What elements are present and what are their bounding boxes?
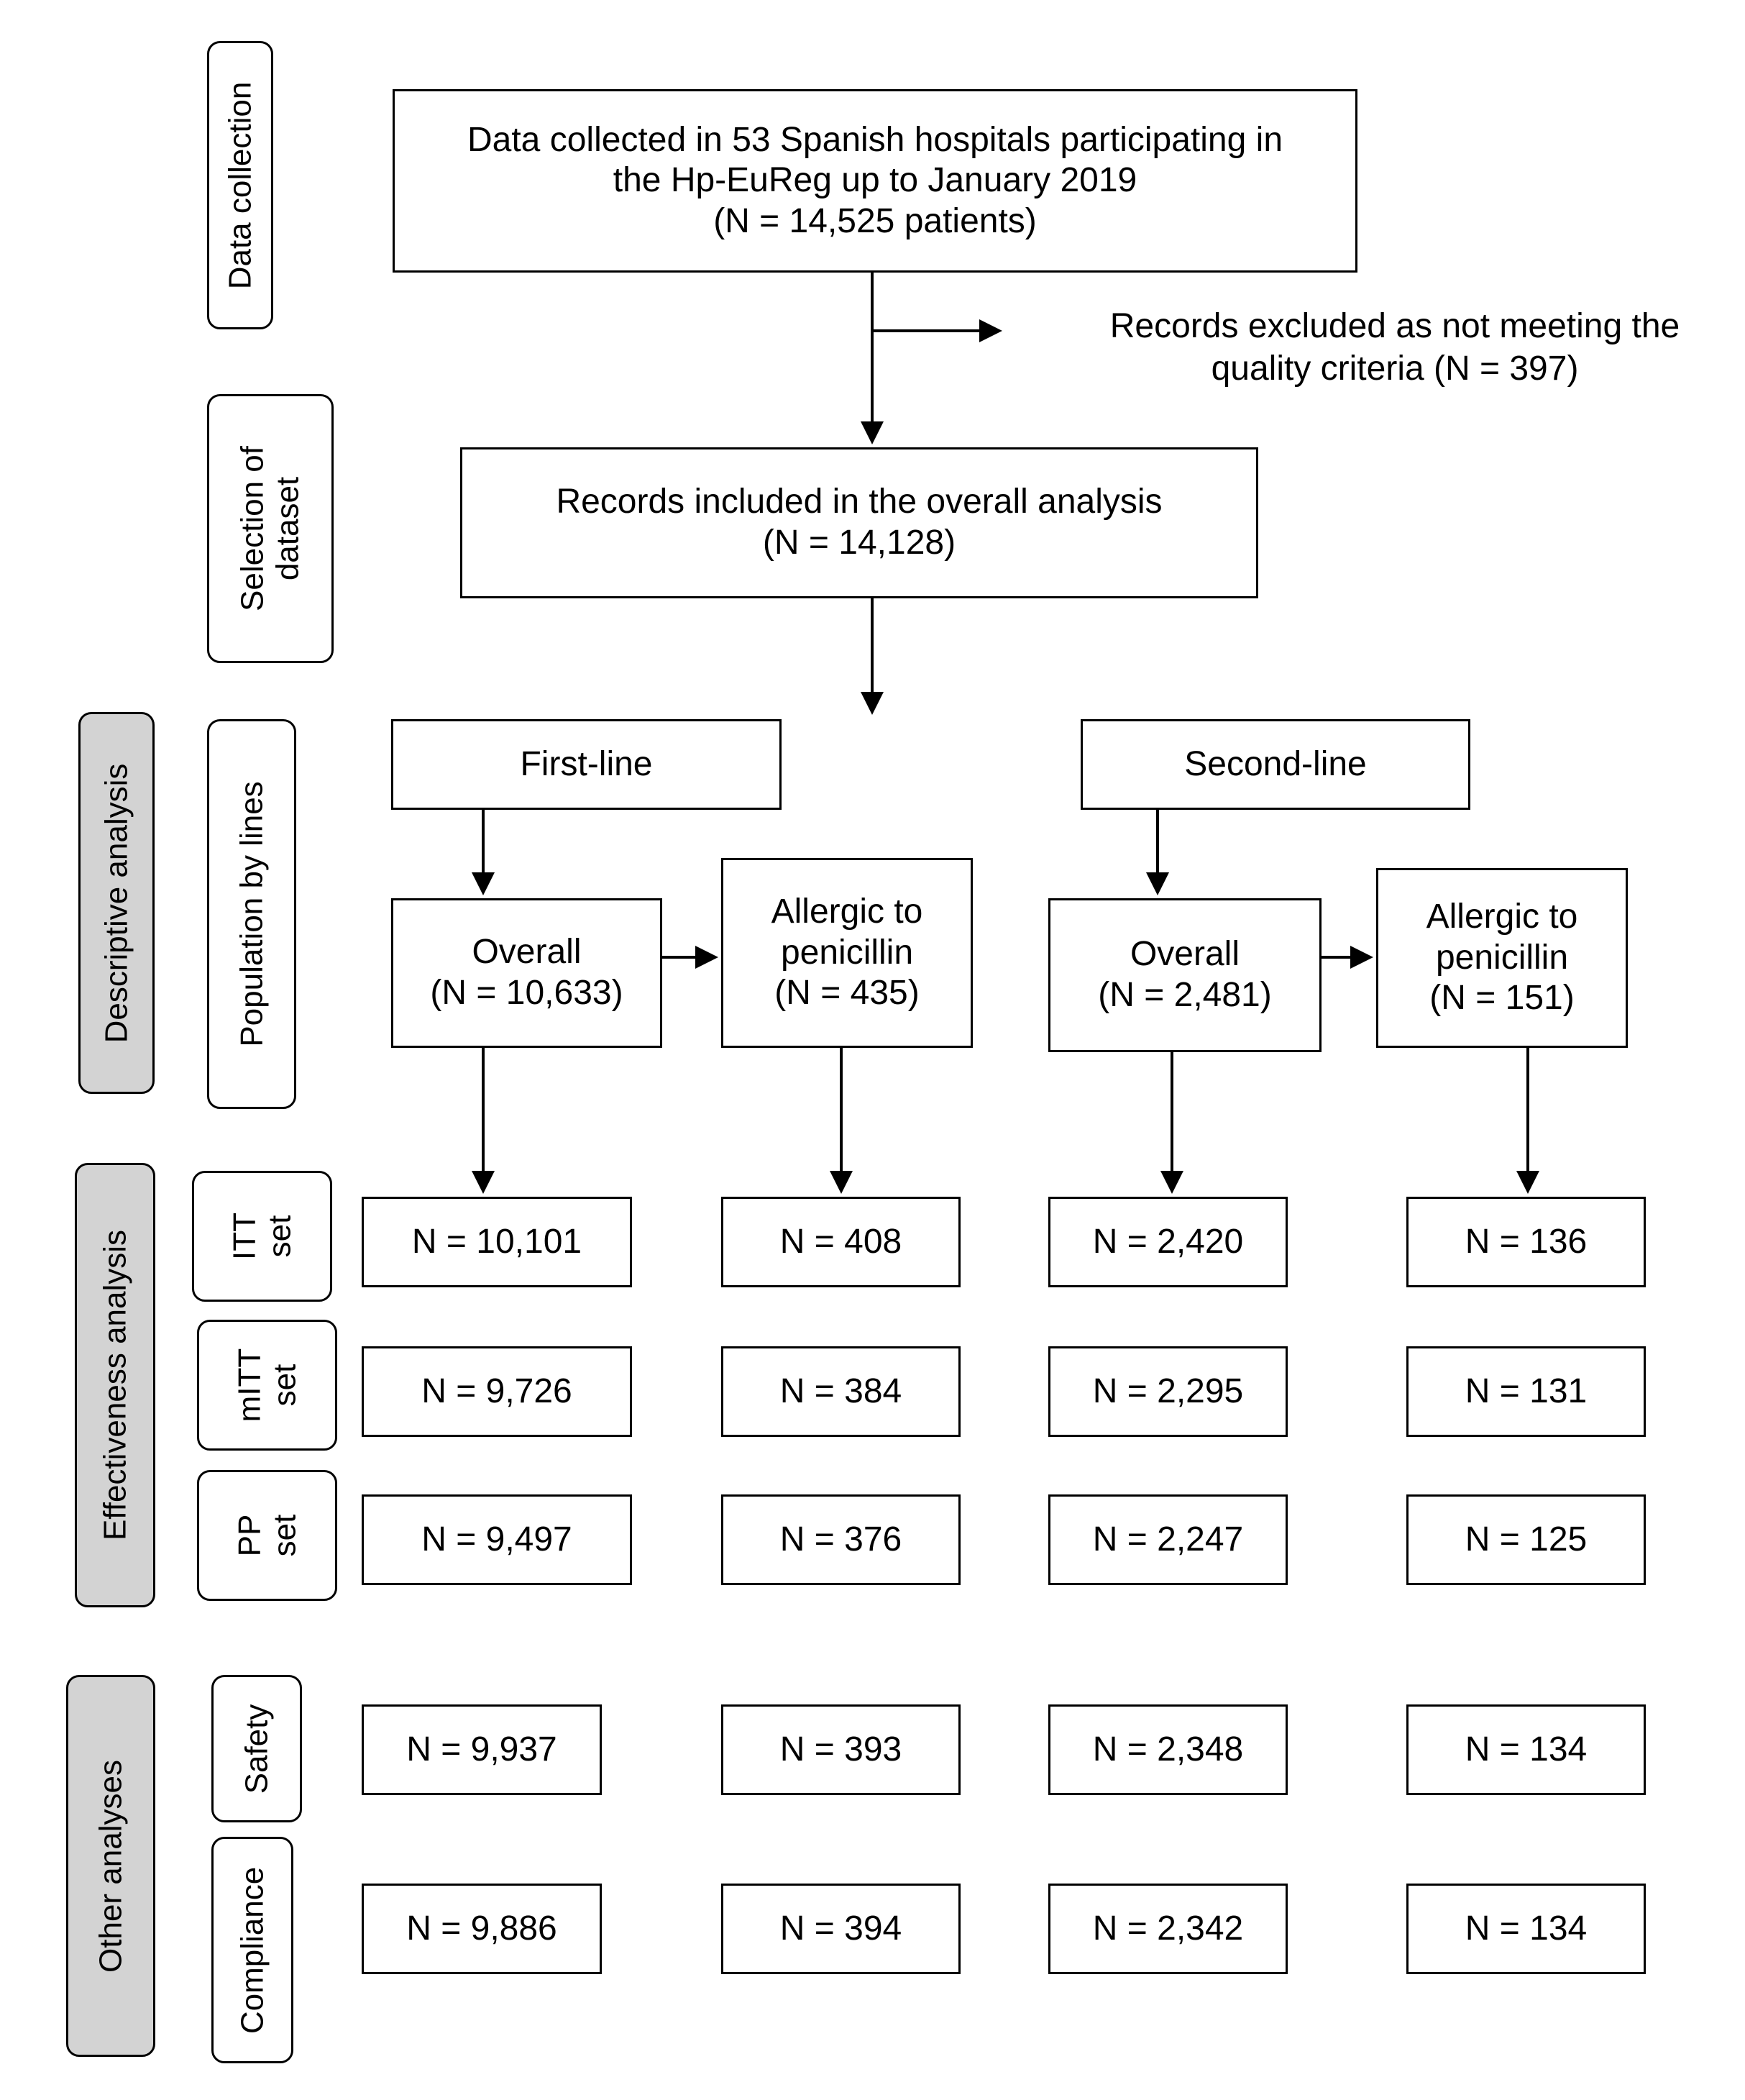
second-line-box: Second-line: [1081, 719, 1470, 810]
population-by-lines-tab: Population by lines: [207, 719, 296, 1109]
second-line-allergic-box: Allergic to penicillin (N = 151): [1376, 868, 1628, 1048]
other-analyses-tab: Other analyses: [66, 1675, 155, 2057]
safety-second-overall-cell: N = 2,348: [1048, 1704, 1288, 1795]
pp-second-overall-cell: N = 2,247: [1048, 1494, 1288, 1585]
data-collected-box: Data collected in 53 Spanish hospitals p…: [393, 89, 1357, 273]
safety-second-allergic-cell: N = 134: [1406, 1704, 1646, 1795]
descriptive-analysis-tab: Descriptive analysis: [78, 712, 155, 1094]
safety-first-allergic-cell: N = 393: [721, 1704, 961, 1795]
mitt-set-tab: mITT set: [197, 1320, 337, 1451]
records-excluded-note: Records excluded as not meeting the qual…: [1109, 307, 1680, 388]
compliance-second-allergic-cell: N = 134: [1406, 1884, 1646, 1974]
itt-second-overall-cell: N = 2,420: [1048, 1197, 1288, 1287]
first-line-overall-box: Overall (N = 10,633): [391, 898, 662, 1048]
itt-set-tab: ITT set: [192, 1171, 332, 1302]
mitt-second-allergic-cell: N = 131: [1406, 1346, 1646, 1437]
mitt-second-overall-cell: N = 2,295: [1048, 1346, 1288, 1437]
pp-first-allergic-cell: N = 376: [721, 1494, 961, 1585]
pp-first-overall-cell: N = 9,497: [362, 1494, 632, 1585]
compliance-second-overall-cell: N = 2,342: [1048, 1884, 1288, 1974]
selection-of-dataset-tab: Selection of dataset: [207, 394, 334, 663]
safety-tab: Safety: [211, 1675, 302, 1822]
effectiveness-analysis-tab: Effectiveness analysis: [75, 1163, 155, 1607]
pp-set-tab: PP set: [197, 1470, 337, 1601]
safety-first-overall-cell: N = 9,937: [362, 1704, 602, 1795]
pp-second-allergic-cell: N = 125: [1406, 1494, 1646, 1585]
records-included-box: Records included in the overall analysis…: [460, 447, 1258, 598]
data-collection-tab: Data collection: [207, 41, 273, 329]
mitt-first-overall-cell: N = 9,726: [362, 1346, 632, 1437]
first-line-allergic-box: Allergic to penicillin (N = 435): [721, 858, 973, 1048]
compliance-tab: Compliance: [211, 1837, 293, 2063]
second-line-overall-box: Overall (N = 2,481): [1048, 898, 1322, 1052]
itt-second-allergic-cell: N = 136: [1406, 1197, 1646, 1287]
first-line-box: First-line: [391, 719, 782, 810]
mitt-first-allergic-cell: N = 384: [721, 1346, 961, 1437]
itt-first-allergic-cell: N = 408: [721, 1197, 961, 1287]
compliance-first-allergic-cell: N = 394: [721, 1884, 961, 1974]
itt-first-overall-cell: N = 10,101: [362, 1197, 632, 1287]
compliance-first-overall-cell: N = 9,886: [362, 1884, 602, 1974]
